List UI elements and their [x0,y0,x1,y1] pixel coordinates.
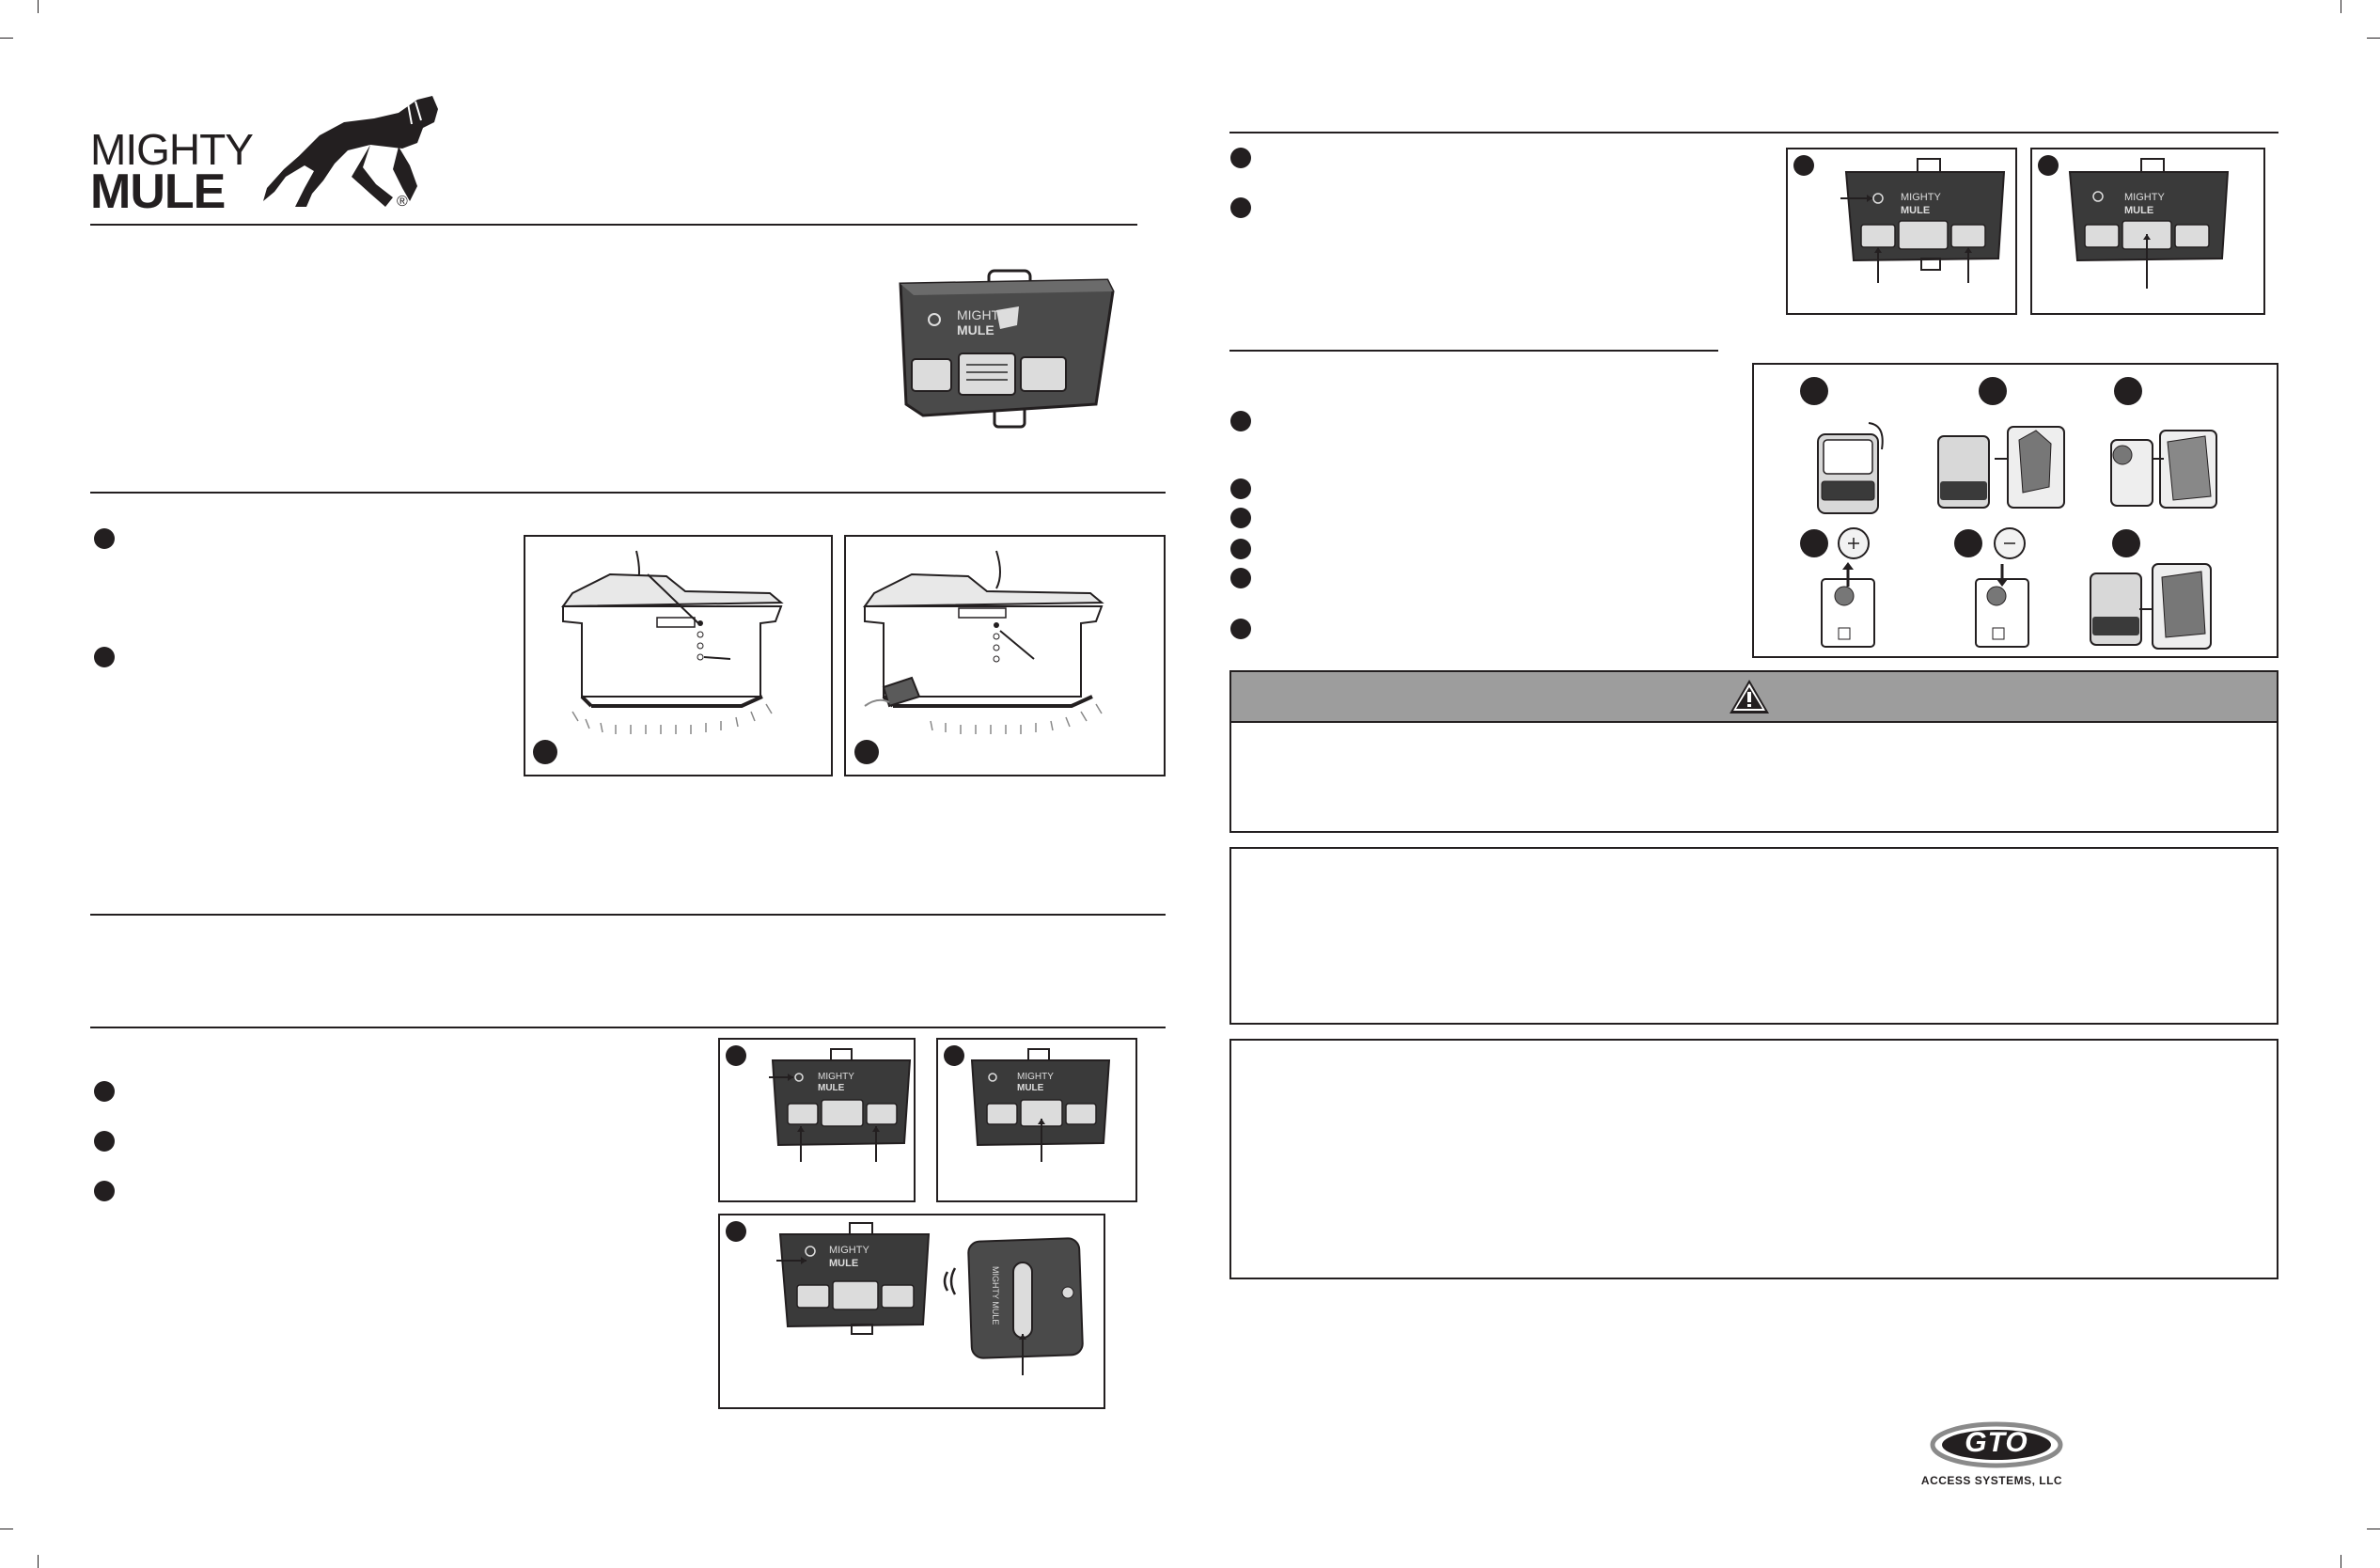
header-rule [90,224,1137,226]
gto-mark: GTO [1965,1427,2028,1458]
svg-text:MULE: MULE [1017,1083,1044,1093]
figure-remote-receiver-step-c: MIGHTY MULE MIGHTY MULE [718,1214,1105,1409]
right-top-rule [1229,132,2278,133]
battery-step-1 [1817,422,1884,514]
svg-text:MIGHTY: MIGHTY [1901,192,1941,203]
svg-text:MIGHTY: MIGHTY [818,1072,854,1082]
step-bullet-icon [1230,619,1251,639]
logo-wordmark-line2: MULE [90,165,226,219]
warning-triangle-icon [1730,680,1769,713]
figure-opener-1 [524,535,833,776]
svg-text:MULE: MULE [1901,205,1930,216]
gto-company-name: ACCESS SYSTEMS, LLC [1920,1474,2063,1487]
svg-text:MIGHTY: MIGHTY [829,1245,869,1256]
crop-mark-bl-v [38,1555,39,1568]
step-bullet-icon [1230,478,1251,499]
svg-text:MULE: MULE [957,322,994,337]
step-bullet-icon [1230,197,1251,218]
svg-text:MIGHTY: MIGHTY [957,307,1009,322]
figure-battery-replacement [1752,363,2278,658]
logo-registered-mark: ® [397,194,408,210]
horse-icon [263,96,438,207]
notice-box-2 [1229,1039,2278,1279]
remote-hero-illustration: MIGHTY MULE [899,269,1115,429]
battery-step-3 [2110,430,2217,509]
mighty-mule-logo: MIGHTY MULE ® [90,90,447,219]
step-bullet-icon [94,1131,115,1152]
svg-text:MULE: MULE [829,1258,858,1269]
step-bullet-icon [1230,508,1251,528]
battery-step-5 [1975,527,2029,648]
svg-text:MIGHTY: MIGHTY [1017,1072,1054,1082]
figure-remote-step-a: MIGHTY MULE [718,1038,916,1202]
crop-mark-tl-v [38,0,39,13]
battery-step-2 [1937,426,2065,509]
figure-remote-right-a: MIGHTY MULE [1786,148,2017,315]
section-rule-3 [90,1027,1166,1028]
step-bullet-icon [94,1081,115,1102]
right-section-rule [1229,350,1718,352]
step-bullet-icon [94,647,115,667]
svg-text:MULE: MULE [818,1083,845,1093]
step-bullet-icon [1230,539,1251,559]
figure-remote-right-b: MIGHTY MULE [2030,148,2265,315]
step-bullet-icon [94,1181,115,1201]
logo-wordmark-line1: MIGHTY [90,125,254,174]
warning-box [1229,670,2278,833]
gto-logo: GTO ACCESS SYSTEMS, LLC [1906,1421,2077,1493]
step-bullet-icon [1230,148,1251,168]
step-bullet-icon [1230,411,1251,431]
crop-mark-tl-h [0,38,13,39]
gto-swoosh-icon [1930,1421,2063,1468]
step-bullet-icon [1230,568,1251,588]
battery-step-6 [2090,563,2212,650]
svg-text:MIGHTY MULE: MIGHTY MULE [991,1266,1000,1325]
section-rule-2 [90,914,1166,916]
step-bullet-icon [94,528,115,549]
section-rule-1 [90,492,1166,494]
figure-opener-2 [844,535,1166,776]
svg-text:MULE: MULE [2124,205,2153,216]
battery-step-4 [1821,527,1875,648]
figure-remote-step-b: MIGHTY MULE [936,1038,1137,1202]
crop-mark-tr-h [2367,38,2380,39]
notice-box-1 [1229,847,2278,1025]
svg-text:MIGHTY: MIGHTY [2124,192,2165,203]
